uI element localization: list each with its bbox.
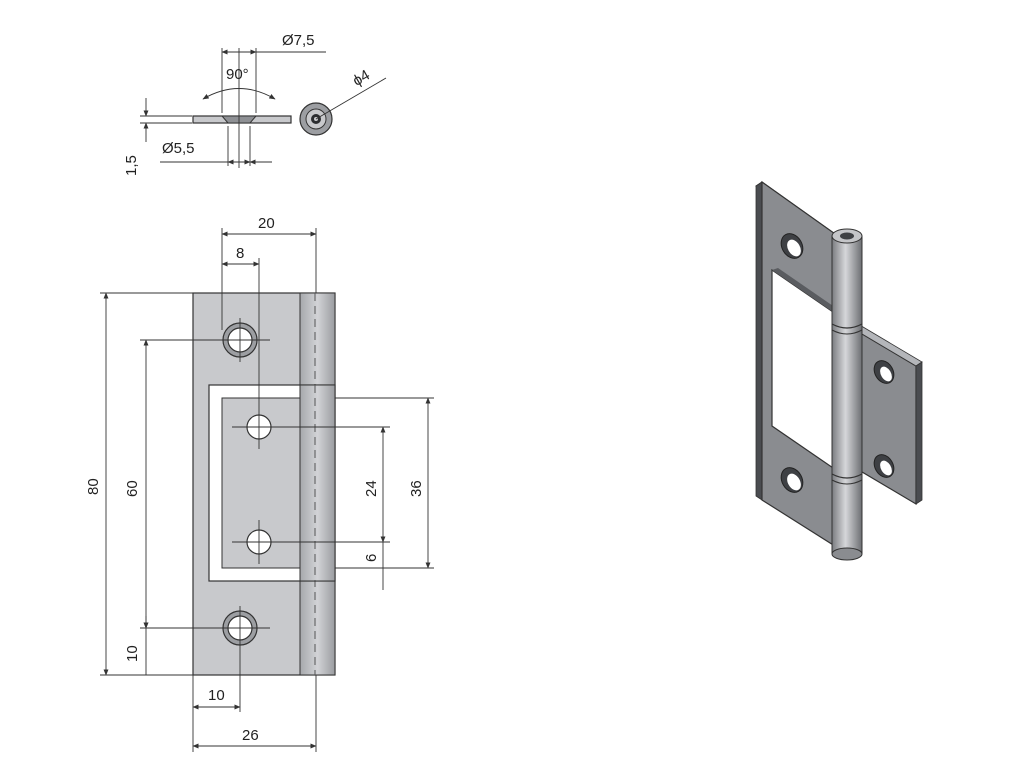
dim-hole-diameter: Ø5,5	[162, 140, 195, 157]
front-view: 20 8 80 60 10 24 6 36	[85, 215, 434, 752]
dim-height-total: 80	[85, 478, 102, 495]
dim-width-outer: 20	[258, 215, 275, 232]
dim-total-width: 26	[242, 727, 259, 744]
dim-pin-diameter: ϕ4	[350, 67, 373, 90]
iso-pin	[831, 235, 863, 555]
top-view: Ø7,5 90° ϕ4 Ø5,5 1,5	[123, 32, 387, 176]
dim-thickness: 1,5	[123, 155, 140, 176]
dim-hole-offset: 8	[236, 245, 244, 262]
dim-outer-diameter: Ø7,5	[282, 32, 315, 49]
dim-cutout-height: 36	[408, 480, 425, 497]
dim-hole-spacing-outer: 60	[124, 480, 141, 497]
dim-hole-spacing-inner: 24	[363, 480, 380, 497]
isometric-view	[755, 180, 923, 561]
dim-angle: 90°	[226, 66, 249, 83]
dim-bottom-hole-offset: 10	[208, 687, 225, 704]
dim-bottom-offset: 10	[124, 645, 141, 662]
dim-inner-offset: 6	[363, 554, 380, 562]
